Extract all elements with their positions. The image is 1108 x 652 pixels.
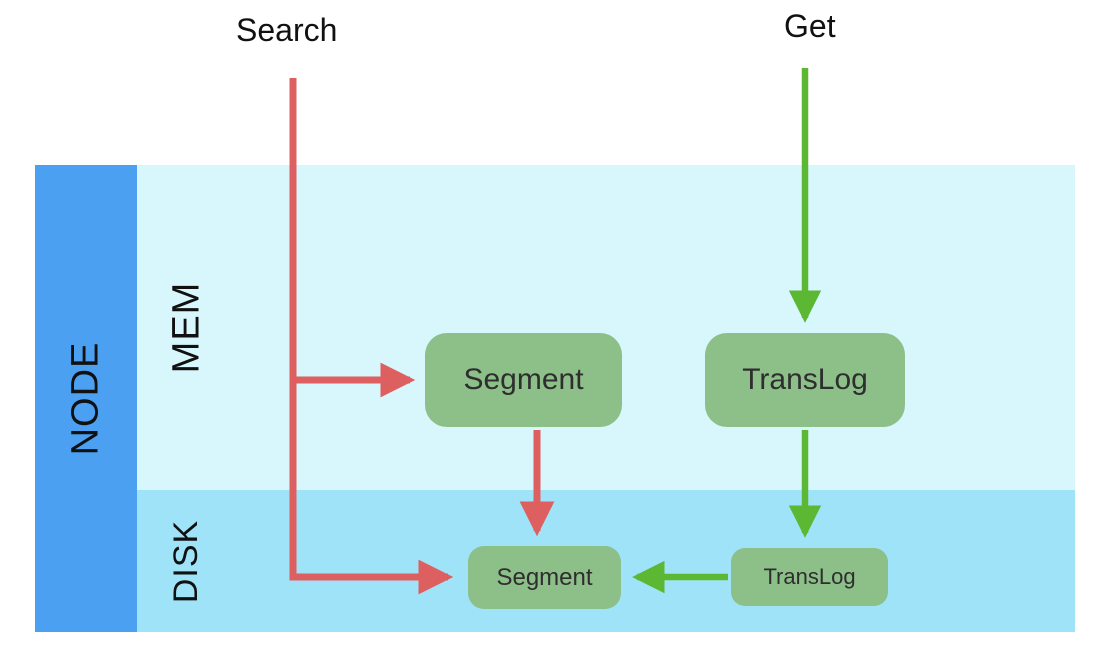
search-flow-label: Search xyxy=(236,12,338,48)
disk-segment-box: Segment xyxy=(468,546,621,609)
disk-translog-box: TransLog xyxy=(731,548,888,606)
disk-translog-label: TransLog xyxy=(763,564,856,589)
node-region-bar: NODE xyxy=(35,165,137,632)
mem-region xyxy=(137,165,1075,490)
mem-region-label-wrap: MEM xyxy=(152,165,222,490)
mem-region-label: MEM xyxy=(165,281,208,374)
node-region-label: NODE xyxy=(64,341,107,456)
mem-translog-box: TransLog xyxy=(705,333,905,427)
mem-translog-label: TransLog xyxy=(742,363,868,396)
disk-region-label: DISK xyxy=(167,519,206,603)
mem-segment-box: Segment xyxy=(425,333,622,427)
get-flow-label: Get xyxy=(784,8,836,44)
disk-segment-label: Segment xyxy=(496,563,593,591)
mem-segment-label: Segment xyxy=(463,363,584,396)
disk-region-label-wrap: DISK xyxy=(152,490,222,632)
